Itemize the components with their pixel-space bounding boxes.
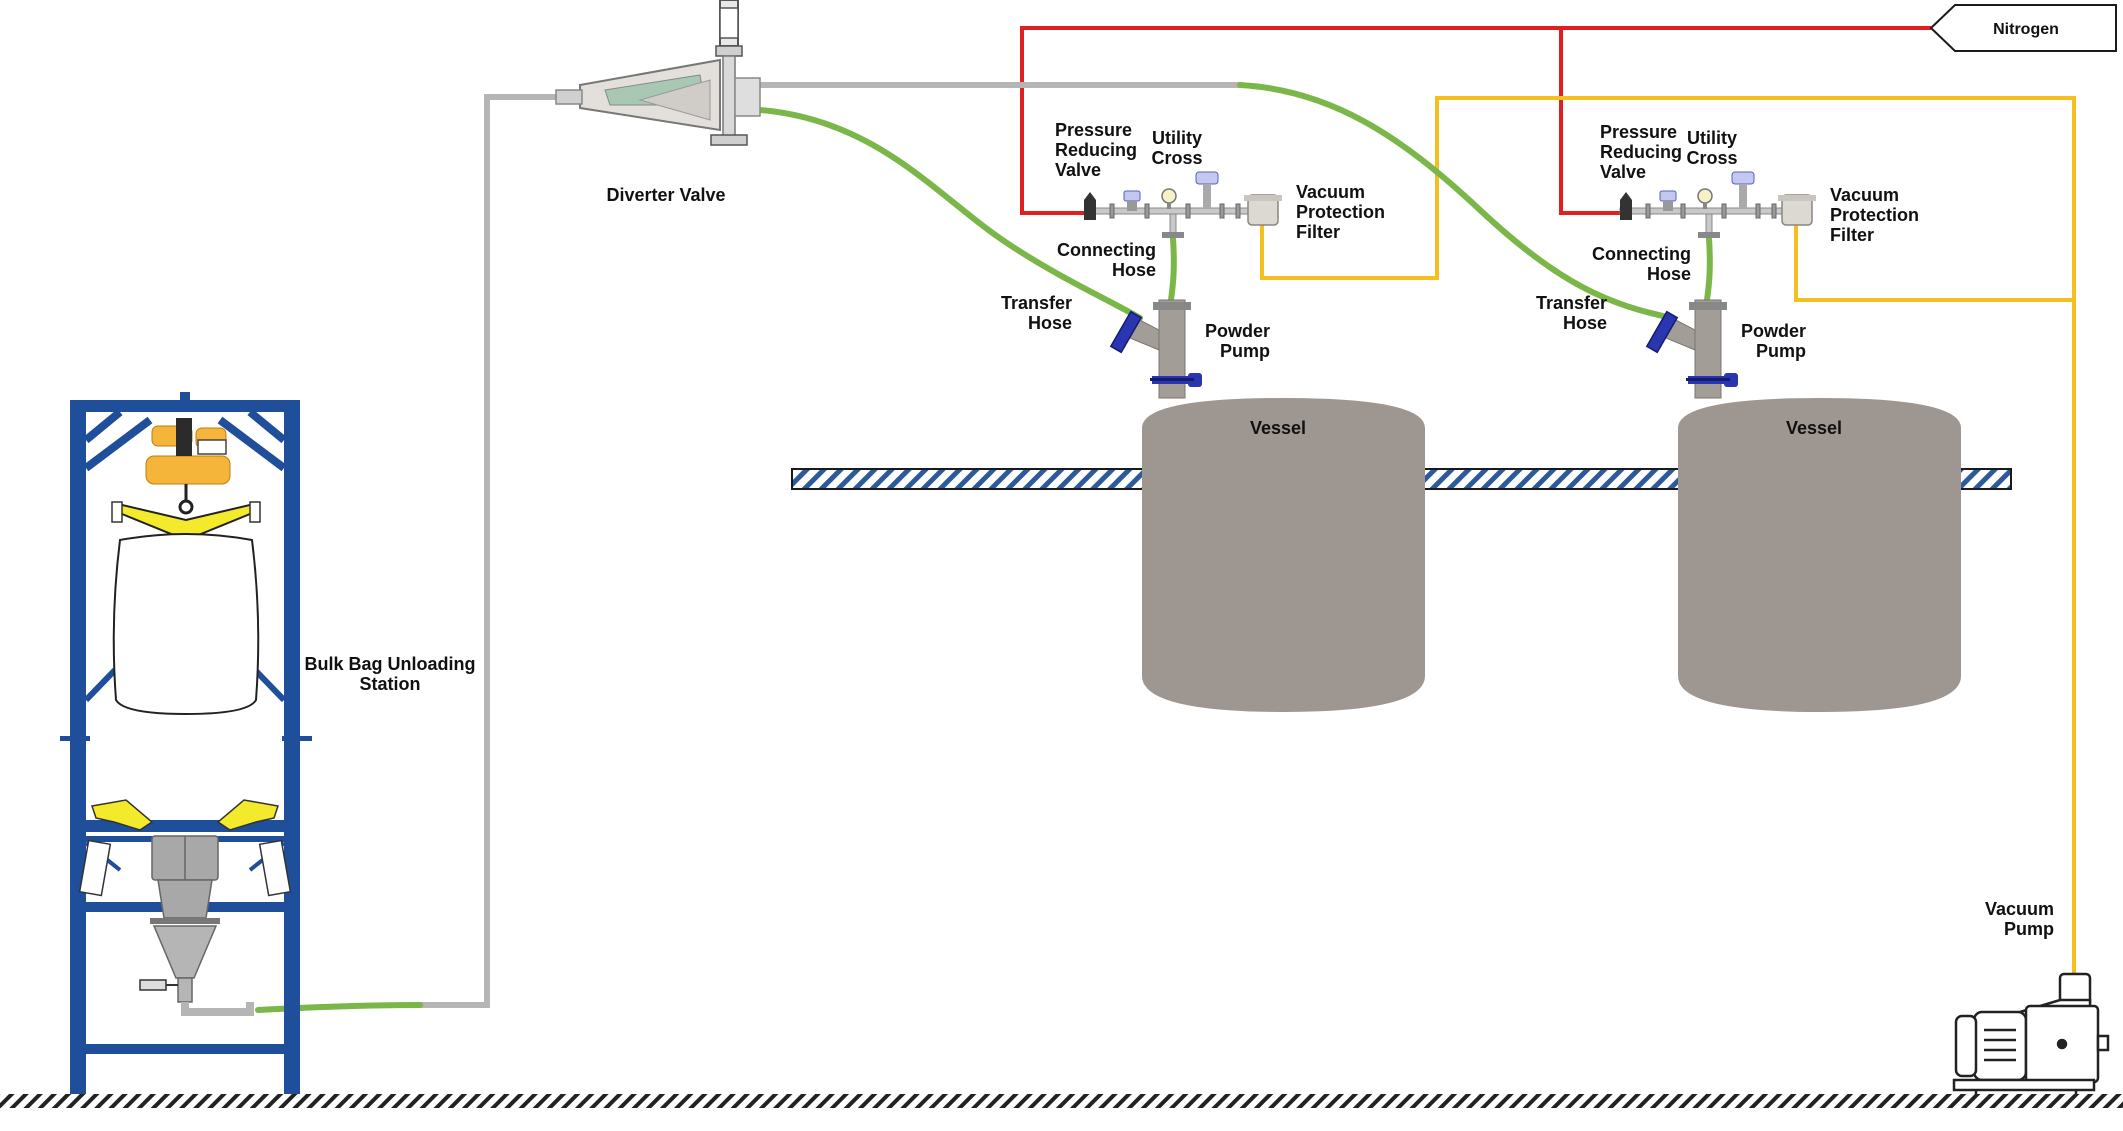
transfer-hoses	[255, 82, 1713, 1013]
bag-massagers	[78, 799, 292, 897]
discharge-hopper	[139, 835, 254, 1016]
prv-2-label-line-2: Reducing	[1600, 142, 1682, 162]
utility-cross-2-label-line-1: Utility	[1687, 128, 1737, 148]
pressure-reducing-valve-1	[1084, 192, 1096, 220]
powder-pump-1-label-line-1: Powder	[1205, 321, 1270, 341]
transfer-hose-2-label-line-1: Transfer	[1536, 293, 1607, 313]
powder-pump-1-label-line-2: Pump	[1220, 341, 1270, 361]
prv-1-label-line-3: Valve	[1055, 160, 1101, 180]
utility-cross-1	[1084, 171, 1282, 238]
connecting-hose-2-label-line-1: Connecting	[1592, 244, 1691, 264]
hoist-assembly	[145, 392, 231, 515]
bulk-bag-label-line-2: Station	[360, 674, 421, 694]
vacuum-pump-label: Vacuum Pump	[1985, 899, 2054, 939]
transfer-hose-1-label-line-1: Transfer	[1001, 293, 1072, 313]
pressure-reducing-valve-2	[1620, 192, 1632, 220]
diverter-valve-label: Diverter Valve	[606, 185, 725, 205]
bulk-bag-label-line-1: Bulk Bag Unloading	[305, 654, 476, 674]
vpf-1-label-line-2: Protection	[1296, 202, 1385, 222]
powder-pump-1	[1109, 299, 1202, 399]
connecting-hose-1-label-line-2: Hose	[1112, 260, 1156, 280]
bulk-bag-unloading-station: Bulk Bag Unloading Station	[60, 392, 476, 1094]
vacuum-lines	[1260, 96, 2076, 975]
vacuum-protection-filter-2	[1778, 194, 1816, 226]
connecting-hose-2-label-line-2: Hose	[1647, 264, 1691, 284]
vpf-2-label-line-1: Vacuum	[1830, 185, 1899, 205]
vacuum-pump	[1952, 972, 2110, 1096]
vessel-2: Vessel	[1678, 398, 1961, 712]
transfer-hose-1-label-line-2: Hose	[1028, 313, 1072, 333]
vacuum-pump-label-line-2: Pump	[2004, 919, 2054, 939]
bulk-bag	[112, 533, 260, 716]
vessel-2-label: Vessel	[1786, 418, 1842, 438]
nitrogen-source-tag: Nitrogen	[1929, 4, 2117, 52]
vacuum-protection-filter-1	[1244, 194, 1282, 226]
utility-cross-1-label-line-2: Cross	[1151, 148, 1202, 168]
vpf-1-label-line-3: Filter	[1296, 222, 1340, 242]
vpf-1-label-line-1: Vacuum	[1296, 182, 1365, 202]
vessel-1: Vessel	[1142, 398, 1425, 712]
vpf-2-label-line-2: Protection	[1830, 205, 1919, 225]
vpf-2-label-line-3: Filter	[1830, 225, 1874, 245]
powder-pump-2-label-line-2: Pump	[1756, 341, 1806, 361]
station-2-labels: Pressure Reducing Valve Utility Cross Va…	[1536, 122, 1919, 361]
utility-cross-1-label-line-1: Utility	[1152, 128, 1202, 148]
nitrogen-label: Nitrogen	[1993, 21, 2059, 38]
bag-spreader	[111, 501, 261, 542]
prv-1-label-line-1: Pressure	[1055, 120, 1132, 140]
rigid-conveying-pipe	[420, 82, 1240, 1008]
powder-pump-2-label-line-1: Powder	[1741, 321, 1806, 341]
prv-2-label-line-3: Valve	[1600, 162, 1646, 182]
bulk-bag-station-label: Bulk Bag Unloading Station	[305, 654, 476, 694]
nitrogen-lines	[1020, 26, 1931, 215]
powder-pump-2	[1645, 299, 1738, 399]
station-1-labels: Pressure Reducing Valve Utility Cross Va…	[1001, 120, 1385, 361]
vessel-1-label: Vessel	[1250, 418, 1306, 438]
utility-cross-2	[1619, 171, 1816, 238]
ground-line	[0, 1094, 2123, 1108]
transfer-hose-2-label-line-2: Hose	[1563, 313, 1607, 333]
prv-1-label-line-2: Reducing	[1055, 140, 1137, 160]
utility-cross-2-label-line-2: Cross	[1686, 148, 1737, 168]
diverter-valve: Diverter Valve	[555, 0, 761, 205]
connecting-hose-1-label-line-1: Connecting	[1057, 240, 1156, 260]
prv-2-label-line-1: Pressure	[1600, 122, 1677, 142]
vacuum-pump-label-line-1: Vacuum	[1985, 899, 2054, 919]
